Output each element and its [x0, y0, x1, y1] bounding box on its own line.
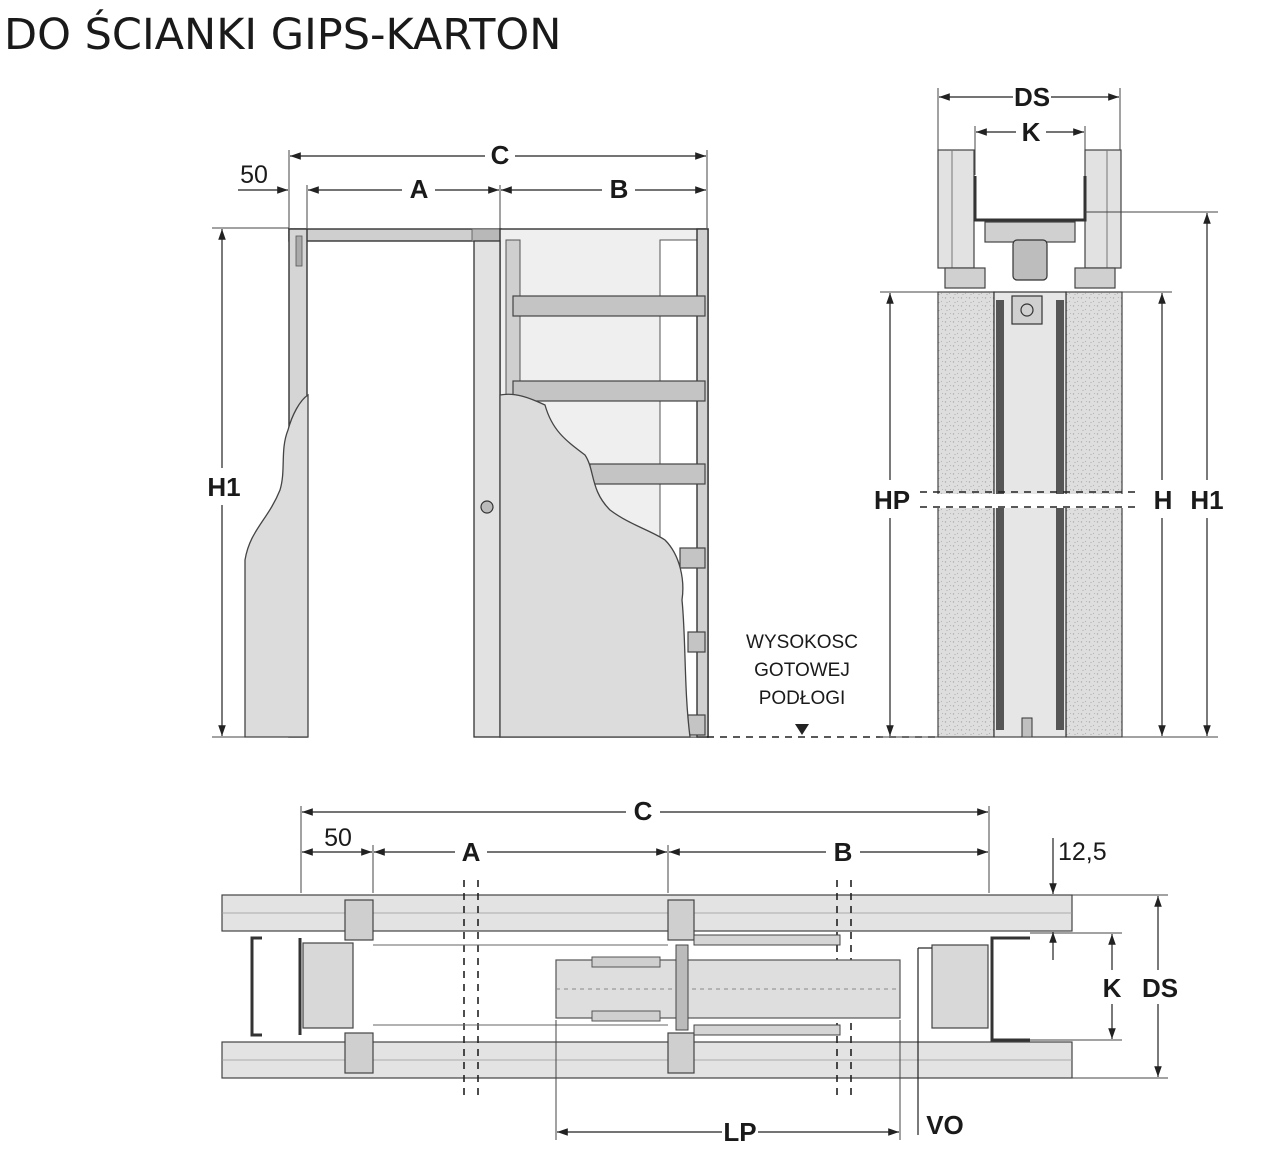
- door-leaf: [473, 240, 501, 738]
- svg-text:WYSOKOSC: WYSOKOSC: [746, 632, 858, 653]
- svg-text:DS: DS: [1142, 973, 1178, 1003]
- plan-view: C 50 A B: [221, 796, 1178, 1147]
- svg-text:HP: HP: [874, 485, 910, 515]
- finished-floor-note: WYSOKOSC GOTOWEJ PODŁOGI: [707, 632, 938, 738]
- svg-text:H1: H1: [1190, 485, 1223, 515]
- section-dim-h1: H1: [1190, 213, 1224, 736]
- plan-dim-vo: VO: [917, 947, 964, 1140]
- svg-text:C: C: [634, 796, 653, 826]
- svg-text:VO: VO: [926, 1110, 964, 1140]
- section-dim-ds: DS: [939, 82, 1119, 112]
- left-wall-board: [244, 393, 309, 738]
- svg-text:K: K: [1103, 973, 1122, 1003]
- front-dim-b: B: [501, 174, 706, 204]
- plan-dim-c: C: [302, 796, 988, 826]
- front-elevation-view: C 50 A B H1: [207, 140, 709, 738]
- svg-text:K: K: [1022, 117, 1041, 147]
- section-dim-k: K: [976, 117, 1084, 147]
- svg-text:PODŁOGI: PODŁOGI: [759, 688, 846, 709]
- section-dim-h: H: [1154, 293, 1173, 736]
- svg-text:50: 50: [324, 824, 352, 852]
- svg-text:12,5: 12,5: [1058, 838, 1107, 866]
- page-title: DO ŚCIANKI GIPS-KARTON: [4, 10, 562, 60]
- svg-text:LP: LP: [723, 1117, 756, 1147]
- svg-text:C: C: [491, 140, 510, 170]
- svg-text:H1: H1: [207, 472, 240, 502]
- plan-dim-a: A: [374, 837, 667, 867]
- plan-dim-ds: DS: [1142, 896, 1178, 1077]
- svg-text:50: 50: [240, 161, 268, 189]
- plan-dim-lp: LP: [557, 1117, 899, 1147]
- plan-dim-b: B: [669, 837, 988, 867]
- svg-text:DS: DS: [1014, 82, 1050, 112]
- plan-dim-12-5: 12,5: [1049, 838, 1107, 960]
- svg-text:A: A: [462, 837, 481, 867]
- section-dim-hp: HP: [874, 293, 910, 736]
- door-handle-icon: [480, 500, 494, 514]
- front-dim-c: C: [290, 140, 706, 170]
- plan-dim-k: K: [1103, 934, 1122, 1039]
- plan-dim-50: 50: [302, 824, 372, 856]
- svg-text:H: H: [1154, 485, 1173, 515]
- svg-text:B: B: [610, 174, 629, 204]
- front-dim-50: 50: [238, 161, 288, 194]
- front-dim-h1: H1: [207, 229, 241, 736]
- right-wall-board: [499, 393, 691, 738]
- floor-marker-icon: [795, 724, 809, 735]
- svg-text:A: A: [410, 174, 429, 204]
- vertical-section-view: DS K: [874, 82, 1224, 738]
- svg-text:B: B: [834, 837, 853, 867]
- front-dim-a: A: [308, 174, 499, 204]
- svg-text:GOTOWEJ: GOTOWEJ: [754, 660, 850, 681]
